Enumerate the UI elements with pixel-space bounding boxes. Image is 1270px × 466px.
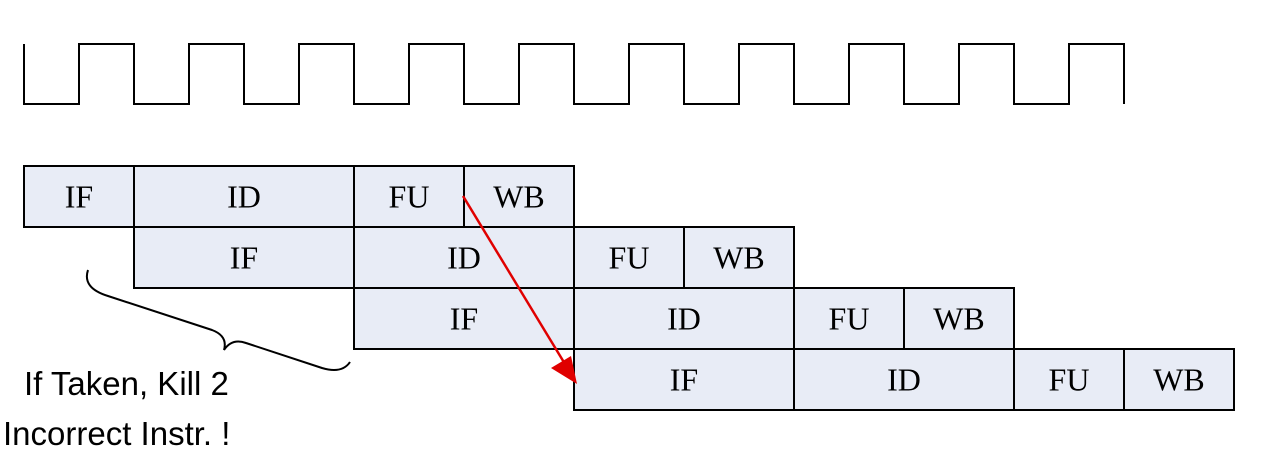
stage-box-if	[573, 348, 795, 411]
stage-label-if: IF	[230, 240, 258, 276]
stage-box-id	[573, 287, 795, 350]
stage-label-id: ID	[667, 301, 701, 337]
stage-label-id: ID	[887, 362, 921, 398]
stage-box-fu	[1013, 348, 1125, 411]
stage-label-fu: FU	[609, 240, 650, 276]
stage-box-if	[133, 226, 355, 289]
stage-label-fu: FU	[389, 179, 430, 215]
annotation-line-1: If Taken, Kill 2	[24, 365, 229, 402]
stage-box-id	[793, 348, 1015, 411]
stage-box-fu	[793, 287, 905, 350]
stage-box-fu	[353, 165, 465, 228]
branch-redirect-arrow	[461, 195, 577, 384]
stage-box-wb	[683, 226, 795, 289]
pipeline-row-1: IF ID FU WB	[23, 165, 575, 228]
annotation-line-2: Incorrect Instr. !	[3, 415, 231, 452]
pipeline-row-4: IF ID FU WB	[573, 348, 1235, 411]
branch-kill-brace	[86, 269, 351, 371]
pipeline-row-3: IF ID FU WB	[353, 287, 1015, 350]
stage-label-id: ID	[447, 240, 481, 276]
stage-label-if: IF	[670, 362, 698, 398]
stage-label-wb: WB	[493, 179, 545, 215]
stage-box-id	[353, 226, 575, 289]
clock-waveform	[23, 43, 1125, 105]
stage-label-fu: FU	[829, 301, 870, 337]
stage-label-fu: FU	[1049, 362, 1090, 398]
pipeline-rows: IF ID FU WB IF ID FU WB IF ID FU WB IF ID FU WB	[23, 165, 1235, 411]
pipeline-row-2: IF ID FU WB	[133, 226, 795, 289]
stage-box-wb	[903, 287, 1015, 350]
stage-label-wb: WB	[713, 240, 765, 276]
stage-box-wb	[1123, 348, 1235, 411]
stage-label-id: ID	[227, 179, 261, 215]
stage-label-wb: WB	[1153, 362, 1205, 398]
stage-box-fu	[573, 226, 685, 289]
stage-label-if: IF	[450, 301, 478, 337]
stage-label-if: IF	[65, 179, 93, 215]
stage-label-wb: WB	[933, 301, 985, 337]
